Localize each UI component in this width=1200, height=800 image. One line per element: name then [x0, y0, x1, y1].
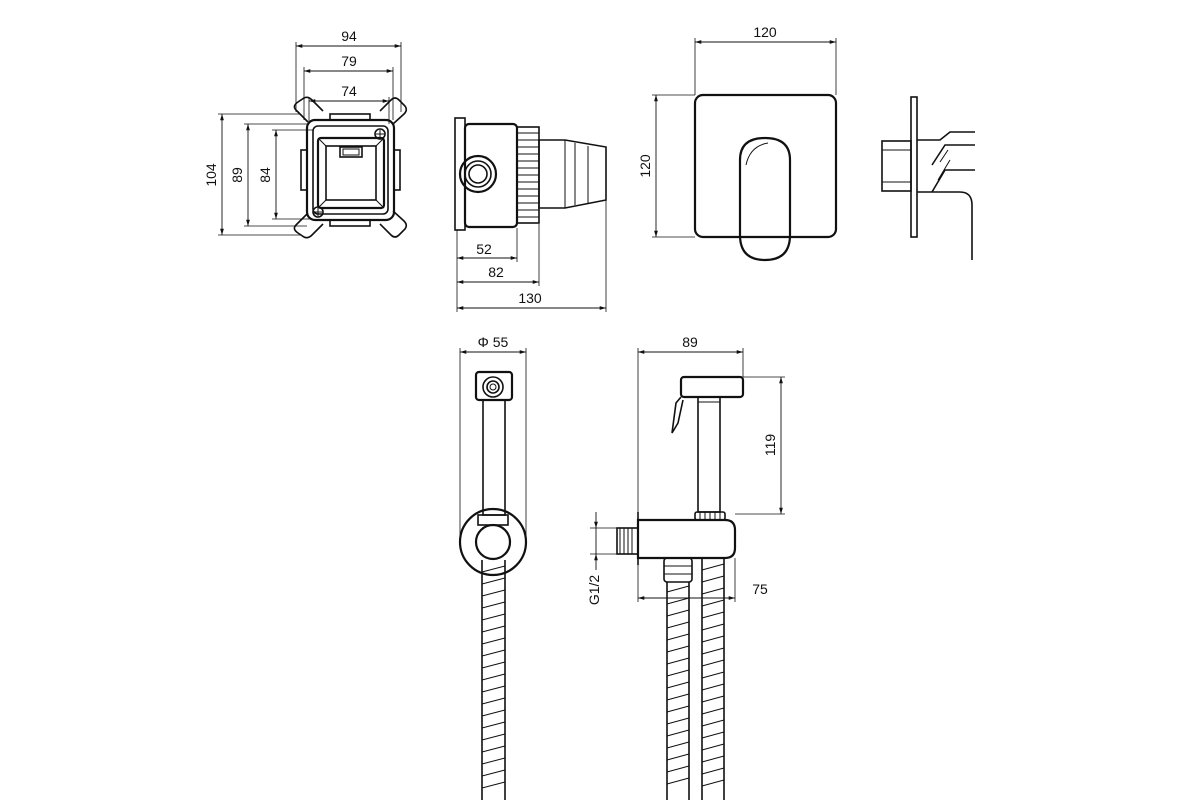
dim-104-label: 104 [203, 163, 219, 187]
dim-120h-label: 120 [637, 154, 653, 178]
dim-84-label: 84 [257, 167, 273, 183]
cover-plate-side-view [881, 96, 975, 260]
thread-g12-label: G1/2 [586, 575, 602, 606]
dim-79-label: 79 [341, 53, 357, 69]
dim-89-spray-label: 89 [682, 334, 698, 350]
mounting-box-front-view: 94 79 74 104 89 84 [203, 28, 408, 239]
dim-130-label: 130 [518, 290, 542, 306]
dim-82-label: 82 [488, 264, 504, 280]
holder-side-view: 89 119 75 G1/2 [586, 334, 785, 800]
dim-119-label: 119 [762, 434, 778, 457]
cover-plate-front-view: 120 120 [637, 24, 838, 262]
dim-94-label: 94 [341, 28, 357, 44]
dim-75-label: 75 [752, 581, 768, 597]
dim-phi55-label: Φ 55 [478, 334, 509, 350]
dim-74-label: 74 [341, 83, 357, 99]
holder-front-view: Φ 55 [458, 334, 528, 800]
mounting-box-side-view: 52 82 130 [454, 117, 607, 312]
dim-52-label: 52 [476, 241, 492, 257]
dim-89-label: 89 [229, 167, 245, 183]
dim-120w-label: 120 [753, 24, 777, 40]
